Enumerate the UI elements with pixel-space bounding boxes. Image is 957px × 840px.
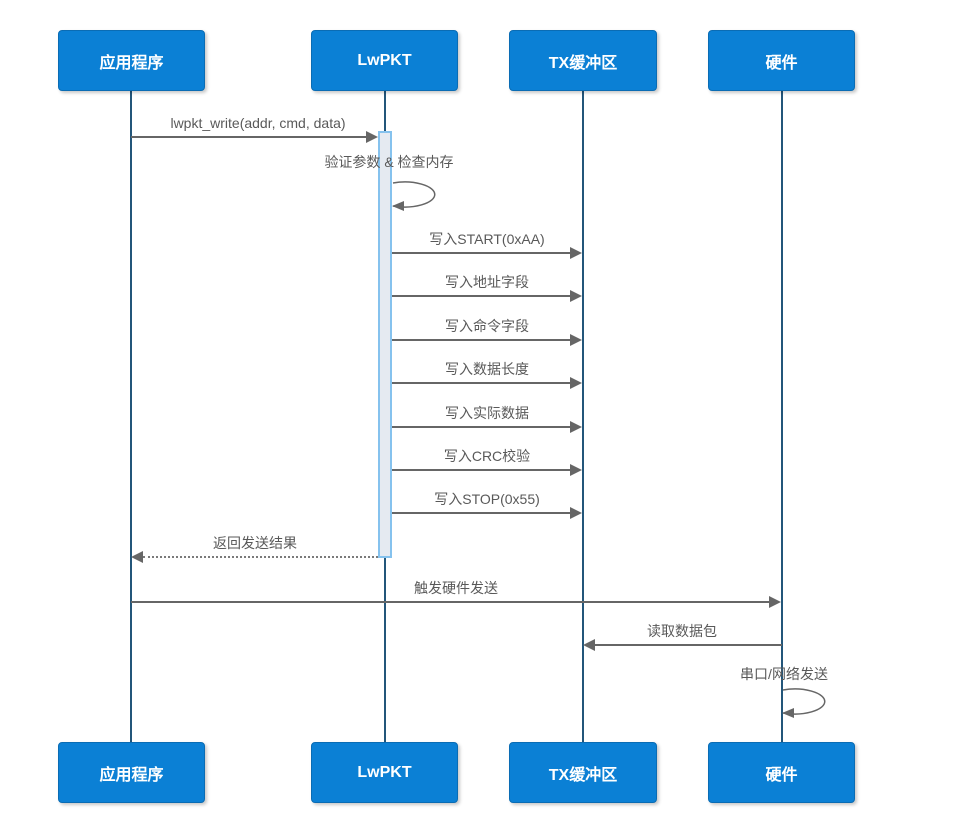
participant-bottom-application: 应用程序	[58, 742, 205, 803]
self-loop-arrow-icon	[782, 688, 826, 718]
message-label: 验证参数 & 检查内存	[324, 154, 454, 170]
message-line	[392, 295, 570, 297]
message-line	[392, 382, 570, 384]
lifeline-application	[130, 91, 132, 742]
message-line	[595, 644, 782, 646]
message-label: 触发硬件发送	[414, 580, 498, 596]
message-line	[392, 469, 570, 471]
participant-bottom-lwpkt: LwPKT	[311, 742, 458, 803]
message-line	[131, 136, 366, 138]
participant-label: 硬件	[765, 766, 798, 784]
arrowhead-right-icon	[570, 334, 582, 346]
message-line	[392, 426, 570, 428]
participant-label: LwPKT	[357, 51, 412, 69]
arrowhead-left-icon	[131, 551, 143, 563]
message-label: 写入命令字段	[445, 318, 529, 334]
participant-label: TX缓冲区	[548, 54, 618, 72]
message-label: 写入地址字段	[445, 274, 529, 290]
participant-top-hardware: 硬件	[708, 30, 855, 91]
arrowhead-left-icon	[583, 639, 595, 651]
lifeline-tx-buffer	[582, 91, 584, 742]
arrowhead-right-icon	[570, 247, 582, 259]
participant-label: 应用程序	[99, 766, 164, 784]
message-label: 写入实际数据	[445, 405, 529, 421]
participant-bottom-tx-buffer: TX缓冲区	[509, 742, 657, 803]
message-line-dashed	[143, 556, 378, 558]
message-label: 读取数据包	[647, 623, 717, 639]
participant-label: TX缓冲区	[548, 766, 618, 784]
participant-top-lwpkt: LwPKT	[311, 30, 458, 91]
arrowhead-right-icon	[570, 421, 582, 433]
lifeline-hardware	[781, 91, 783, 742]
message-label: 写入START(0xAA)	[429, 231, 545, 247]
arrowhead-right-icon	[366, 131, 378, 143]
message-label: 写入STOP(0x55)	[434, 491, 540, 507]
arrowhead-right-icon	[570, 464, 582, 476]
message-label: lwpkt_write(addr, cmd, data)	[170, 115, 346, 131]
participant-bottom-hardware: 硬件	[708, 742, 855, 803]
message-label: 写入CRC校验	[443, 448, 531, 464]
participant-top-tx-buffer: TX缓冲区	[509, 30, 657, 91]
arrowhead-right-icon	[570, 377, 582, 389]
message-line	[392, 512, 570, 514]
message-label: 返回发送结果	[213, 535, 297, 551]
self-loop-arrow-icon	[392, 181, 436, 211]
message-line	[131, 601, 769, 603]
participant-label: LwPKT	[357, 763, 412, 781]
activation-bar-lwpkt	[378, 131, 392, 558]
arrowhead-right-icon	[570, 507, 582, 519]
message-line	[392, 252, 570, 254]
arrowhead-right-icon	[769, 596, 781, 608]
participant-top-application: 应用程序	[58, 30, 205, 91]
participant-label: 硬件	[765, 54, 798, 72]
arrowhead-right-icon	[570, 290, 582, 302]
message-label: 串口/网络发送	[740, 666, 828, 682]
message-line	[392, 339, 570, 341]
participant-label: 应用程序	[99, 54, 164, 72]
message-label: 写入数据长度	[445, 361, 529, 377]
